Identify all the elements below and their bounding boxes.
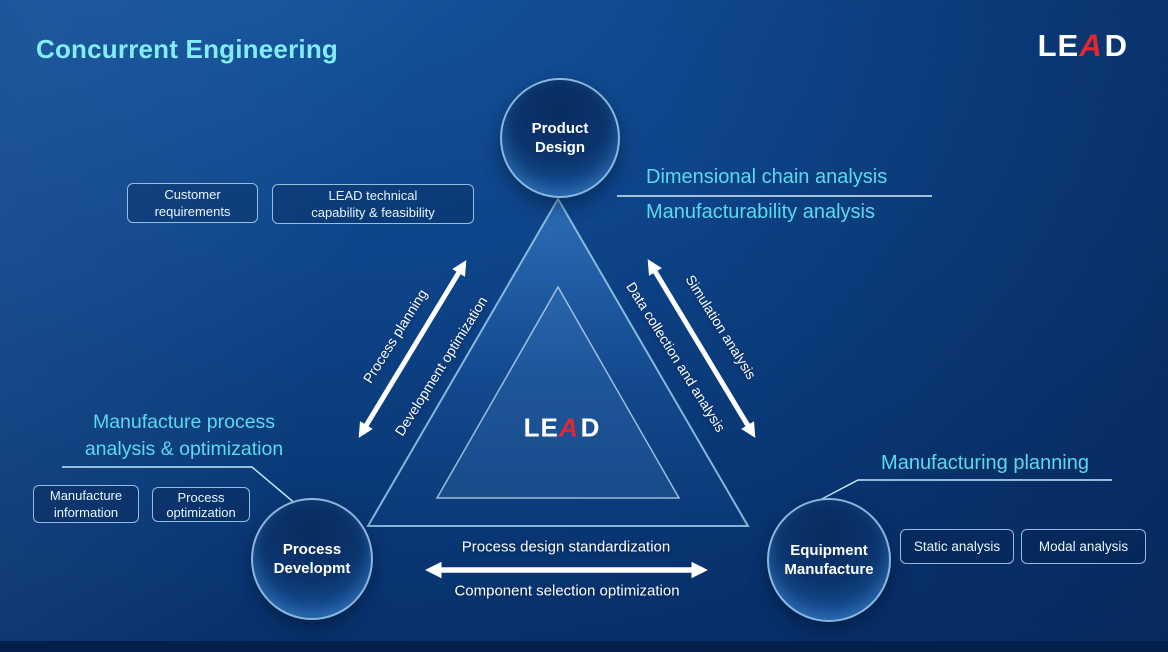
leader-line-manufacturing-planning — [817, 479, 1112, 502]
customer-requirements-box: Customer requirements — [127, 183, 258, 223]
label-manufacturability-analysis: Manufacturability analysis — [646, 201, 875, 223]
label-manufacturing-planning: Manufacturing planning — [881, 452, 1089, 474]
static-analysis-box: Static analysis — [900, 529, 1014, 564]
node-label: Product — [531, 120, 589, 137]
lead-logo-center: LEAD — [524, 413, 601, 444]
box-line: optimization — [166, 504, 236, 520]
manufacture-information-box: Manufacture information — [33, 485, 139, 523]
box-line: requirements — [154, 204, 231, 219]
edge-label-component-selection-optimization: Component selection optimization — [454, 582, 680, 600]
node-product-design: Product Design — [500, 78, 620, 198]
box-line: Process — [177, 489, 225, 505]
node-equipment-manufacture: Equipment Manufacture — [767, 498, 891, 622]
node-label: Design — [534, 139, 585, 156]
label-dimensional-chain-analysis: Dimensional chain analysis — [646, 166, 888, 188]
label-line: Manufacture process — [92, 411, 276, 433]
label-line: analysis & optimization — [84, 438, 284, 460]
process-optimization-box: Process optimization — [152, 487, 250, 522]
box-line: LEAD technical — [328, 188, 418, 203]
node-label: Equipment — [790, 542, 868, 559]
arrow-right-edge — [647, 259, 756, 438]
logo-le: LE — [523, 412, 559, 443]
box-line: information — [53, 505, 119, 520]
node-label: Developmt — [273, 560, 351, 577]
box-line: Manufacture — [49, 488, 123, 503]
lead-capability-box: LEAD technical capability & feasibility — [272, 184, 474, 224]
box-line: Static analysis — [913, 539, 1001, 554]
logo-le: LE — [1037, 28, 1080, 63]
modal-analysis-box: Modal analysis — [1021, 529, 1146, 564]
edge-label-process-design-standardization: Process design standardization — [461, 538, 671, 556]
box-line: Modal analysis — [1038, 539, 1129, 554]
box-line: Customer — [164, 187, 221, 202]
page-title: Concurrent Engineering — [36, 34, 338, 64]
leader-line-manufacture-process — [62, 466, 298, 506]
label-manufacture-process-analysis: Manufacture process analysis & optimizat… — [34, 409, 334, 463]
box-line: capability & feasibility — [311, 205, 435, 220]
logo-d: D — [580, 412, 601, 443]
bottom-strip — [0, 641, 1168, 652]
arrow-left-edge — [358, 260, 467, 438]
logo-d: D — [1104, 28, 1128, 63]
node-label: Process — [282, 541, 342, 558]
lead-logo: LEAD — [1038, 28, 1128, 64]
node-label: Manufacture — [784, 561, 874, 578]
node-process-development: Process Developmt — [251, 498, 373, 620]
logo-a: A — [556, 412, 583, 443]
inner-triangle — [435, 285, 681, 499]
